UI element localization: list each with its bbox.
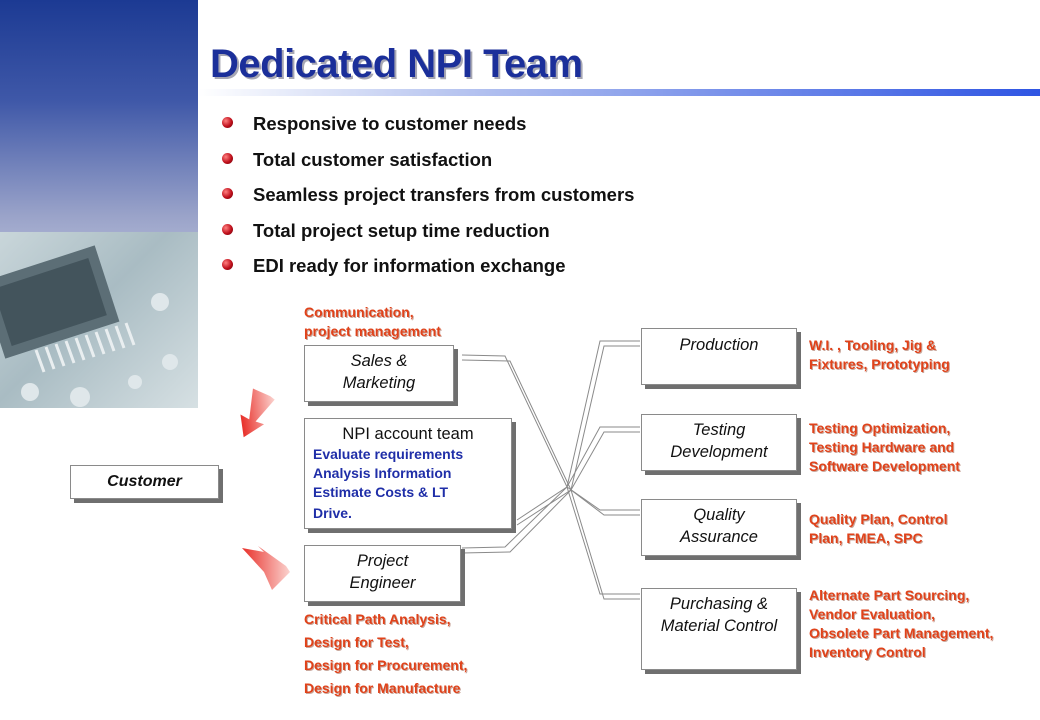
bullet-item: Total project setup time reduction	[222, 219, 634, 255]
arrow-to-customer-bottom-icon	[242, 546, 290, 590]
testing-development-box: Testing Development	[641, 414, 797, 471]
purchasing-box: Purchasing & Material Control	[641, 588, 797, 670]
sales-note: Communication, project management	[304, 304, 441, 339]
project-engineer-notes: Critical Path Analysis, Design for Test,…	[304, 611, 468, 696]
sales-marketing-box: Sales & Marketing	[304, 345, 454, 402]
bullet-dot-icon	[222, 188, 233, 199]
quality-assurance-box: Quality Assurance	[641, 499, 797, 556]
production-note: W.I. , Tooling, Jig & Fixtures, Prototyp…	[809, 337, 950, 372]
testing-note: Testing Optimization, Testing Hardware a…	[809, 420, 960, 474]
bullet-item: Seamless project transfers from customer…	[222, 183, 634, 219]
npi-task-list: Evaluate requirements Analysis Informati…	[313, 446, 464, 521]
circuit-chip-image	[0, 232, 198, 408]
purchasing-note: Alternate Part Sourcing, Vendor Evaluati…	[809, 587, 994, 660]
npi-account-team-box: NPI account team Evaluate requirements A…	[304, 418, 512, 529]
title-underline	[198, 89, 1040, 96]
customer-box: Customer	[70, 465, 219, 499]
bullet-list: Responsive to customer needs Total custo…	[222, 112, 634, 290]
bullet-dot-icon	[222, 259, 233, 270]
project-engineer-box: Project Engineer	[304, 545, 461, 602]
bullet-dot-icon	[222, 223, 233, 235]
bullet-dot-icon	[222, 152, 233, 164]
bullet-dot-icon	[222, 117, 233, 128]
quality-note: Quality Plan, Control Plan, FMEA, SPC	[809, 511, 948, 546]
bullet-item: Total customer satisfaction	[222, 148, 634, 184]
production-box: Production	[641, 328, 797, 385]
bullet-item: Responsive to customer needs	[222, 112, 634, 148]
bullet-item: EDI ready for information exchange	[222, 254, 634, 290]
arrow-to-customer-top-icon	[240, 388, 275, 438]
page-title: Dedicated NPI Team	[210, 42, 583, 86]
